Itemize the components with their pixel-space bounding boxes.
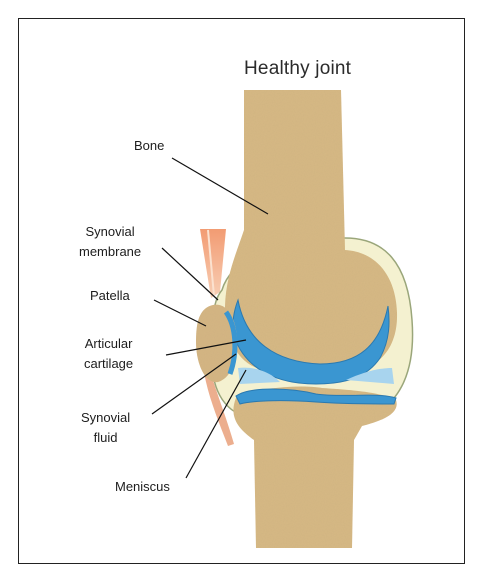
label-bone-text: Bone: [134, 138, 164, 153]
tibia-bone: [233, 386, 396, 548]
label-meniscus-text: Meniscus: [115, 479, 170, 494]
label-synovial-fluid: Synovial fluid: [81, 408, 130, 448]
femur-bone: [225, 90, 397, 372]
label-bone: Bone: [134, 136, 164, 156]
label-meniscus: Meniscus: [115, 477, 170, 497]
label-synovial-membrane-line1: Synovial: [79, 222, 141, 242]
label-patella: Patella: [90, 286, 130, 306]
label-synovial-membrane-line2: membrane: [79, 242, 141, 262]
label-synovial-membrane: Synovial membrane: [79, 222, 141, 262]
label-synovial-fluid-line2: fluid: [81, 428, 130, 448]
patella-pointer: [154, 300, 206, 326]
label-articular-cartilage-line2: cartilage: [84, 354, 133, 374]
diagram-title: Healthy joint: [244, 58, 351, 80]
label-articular-cartilage: Articular cartilage: [84, 334, 133, 374]
label-articular-cartilage-line1: Articular: [84, 334, 133, 354]
label-synovial-fluid-line1: Synovial: [81, 408, 130, 428]
label-patella-text: Patella: [90, 288, 130, 303]
